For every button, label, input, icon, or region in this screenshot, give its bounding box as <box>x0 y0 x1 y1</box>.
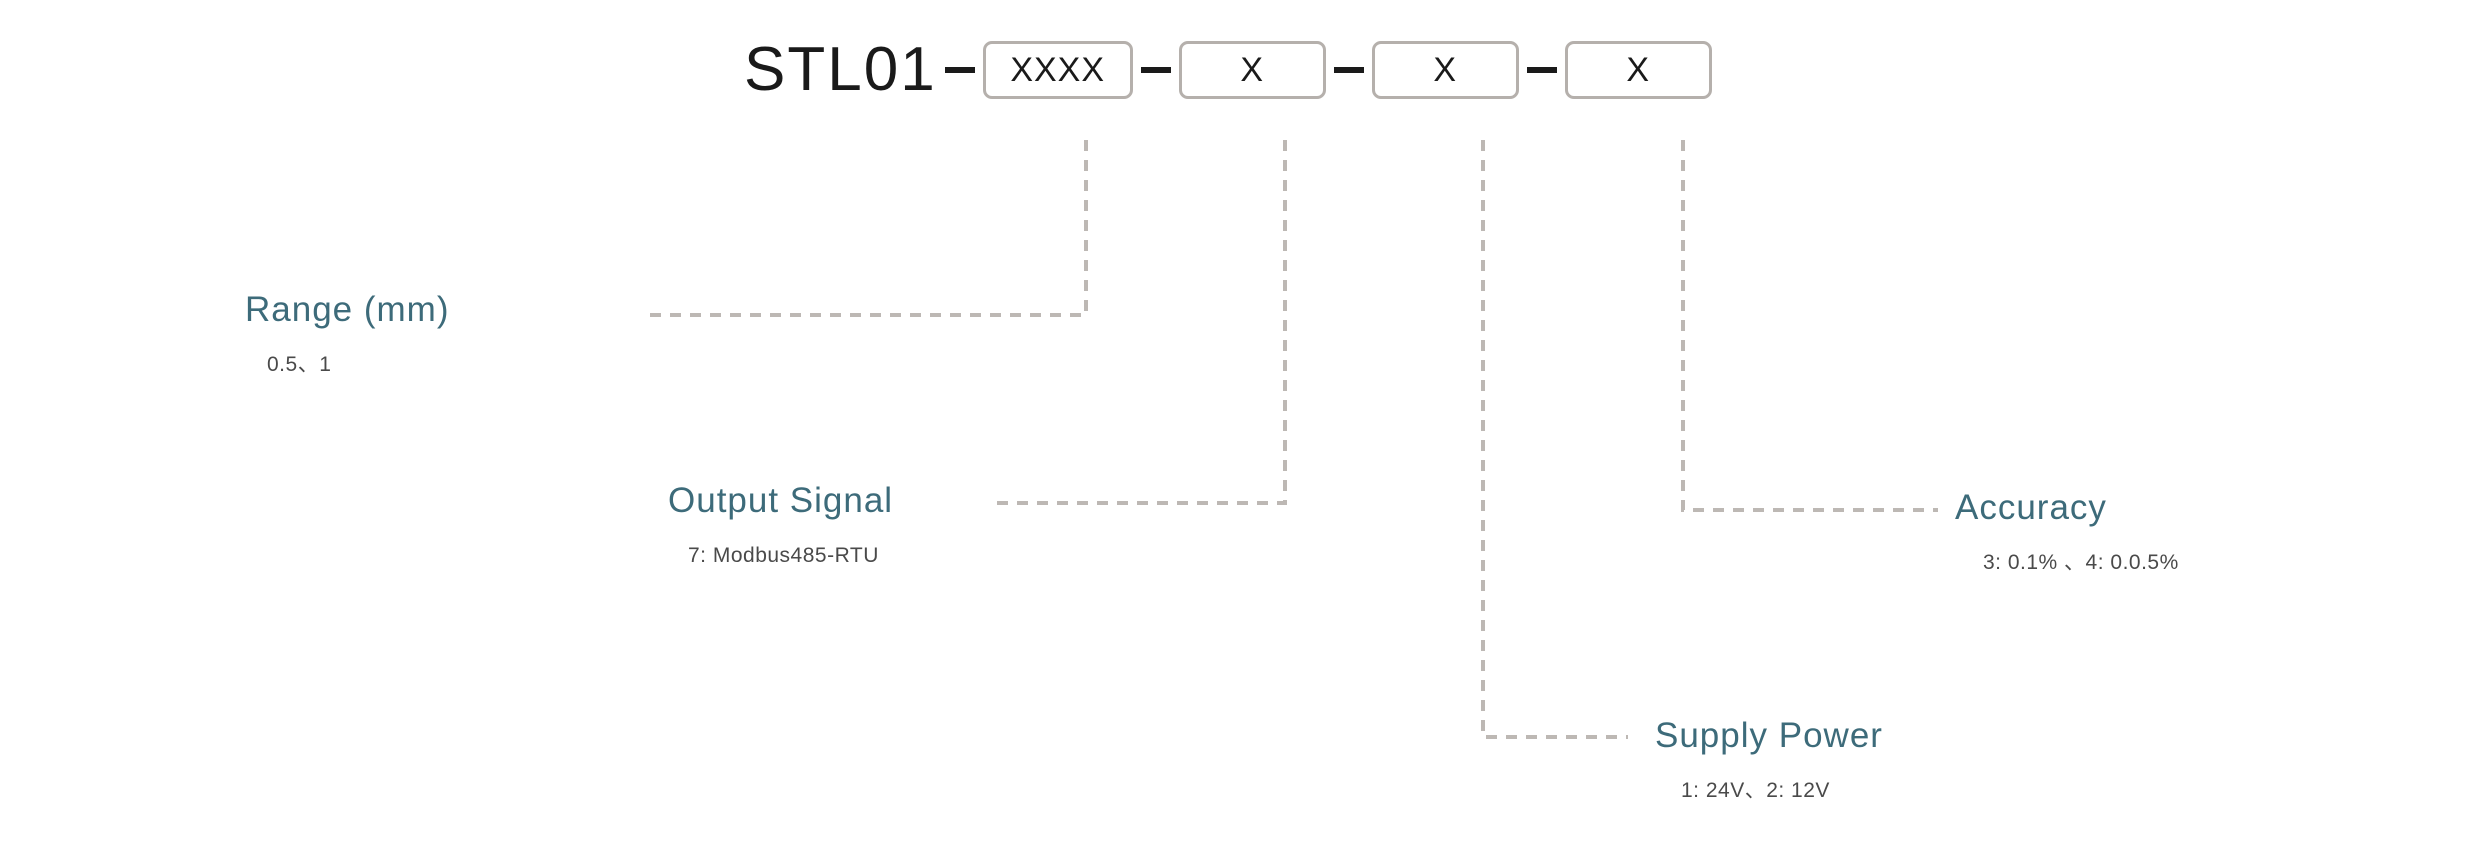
separator-dash-2 <box>1140 67 1171 73</box>
code-box-output-value: X <box>1240 51 1265 89</box>
code-box-range: XXXX <box>982 41 1133 99</box>
annotation-accuracy-options: 3: 0.1% 、4: 0.0.5% <box>1983 551 2179 574</box>
separator-dash-4 <box>1526 67 1557 73</box>
separator-dash-3 <box>1333 67 1364 73</box>
annotation-output-signal-options: 7: Modbus485-RTU <box>688 544 879 567</box>
annotation-range-options: 0.5、1 <box>267 353 332 376</box>
leader-line-supply-power <box>1481 140 1628 739</box>
annotation-accuracy-title: Accuracy <box>1955 488 2107 527</box>
code-box-supply-power-value: X <box>1433 51 1458 89</box>
code-box-supply-power: X <box>1371 41 1519 99</box>
annotation-accuracy: Accuracy 3: 0.1% 、4: 0.0.5% <box>1955 490 2179 573</box>
leader-line-range <box>643 140 1088 317</box>
annotation-range: Range (mm) 0.5、1 <box>245 292 449 375</box>
annotation-supply-power: Supply Power 1: 24V、2: 12V <box>1655 718 1883 801</box>
model-prefix: STL01 <box>744 35 937 104</box>
code-box-output: X <box>1178 41 1326 99</box>
annotation-supply-power-options: 1: 24V、2: 12V <box>1681 779 1830 802</box>
code-box-range-value: XXXX <box>1010 51 1106 89</box>
leader-line-output-signal <box>995 140 1287 505</box>
annotation-output-signal: Output Signal 7: Modbus485-RTU <box>668 483 893 566</box>
annotation-output-signal-title: Output Signal <box>668 481 894 520</box>
code-box-accuracy-value: X <box>1626 51 1651 89</box>
leader-line-accuracy <box>1681 140 1938 512</box>
model-code-row: STL01 XXXX X X X <box>744 28 1712 112</box>
annotation-supply-power-title: Supply Power <box>1655 716 1883 755</box>
separator-dash-1 <box>944 67 975 73</box>
code-box-accuracy: X <box>1564 41 1712 99</box>
annotation-range-title: Range (mm) <box>245 290 450 329</box>
